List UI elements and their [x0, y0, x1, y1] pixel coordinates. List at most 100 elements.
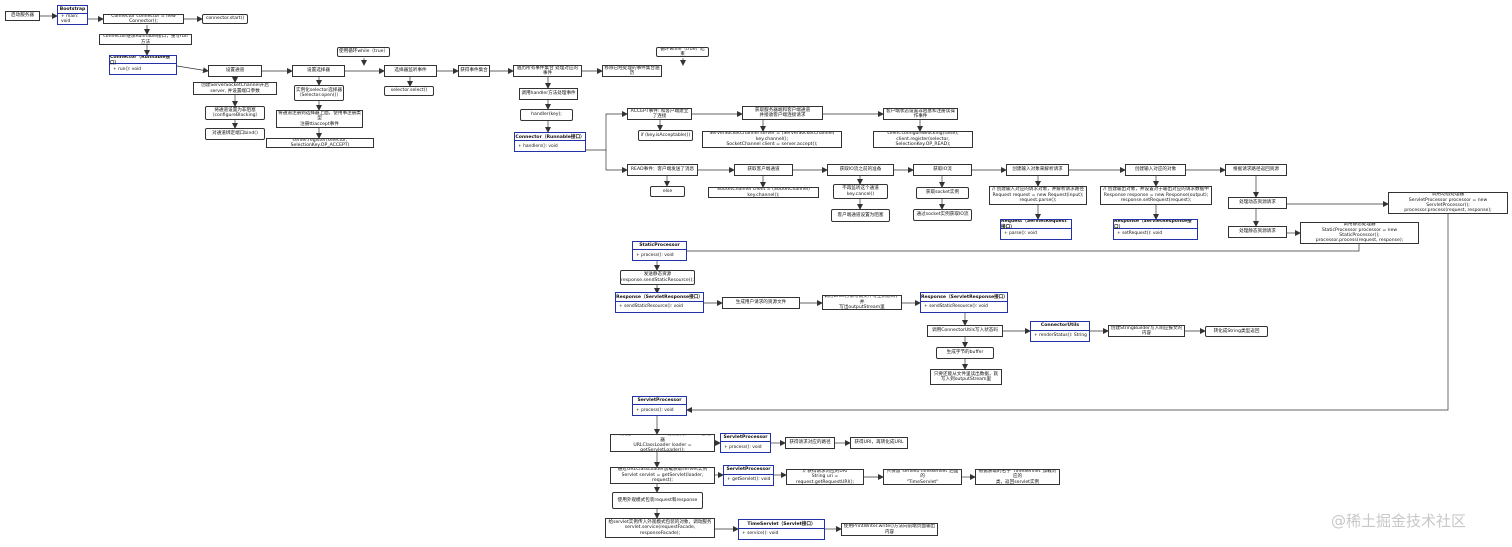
class-method: + service(): void: [742, 531, 779, 537]
dynamic-request-box: 处理动态资源请求: [1228, 197, 1287, 209]
class-title: Request（ServletRequest接口）: [1001, 220, 1071, 230]
uri-to-url-box: 获得URI，再转化成URL: [850, 437, 908, 449]
class-method: + sendStaticResource(): void: [619, 304, 683, 310]
watermark: @稀土掘金技术社区: [1331, 512, 1467, 530]
class-method: + run(): void: [113, 66, 142, 72]
get-socket-box: 获取socket实例: [916, 187, 969, 199]
get-loader-box: // 调用getServletLoader方法获取servlet加载器 URLC…: [610, 434, 715, 452]
class-request: Request（ServletRequest接口） + parse(): voi…: [1000, 219, 1072, 240]
connector-start-box: connector.start(): [202, 14, 248, 24]
class-title: Response（ServletResponse接口）: [1114, 220, 1197, 230]
class-title: Connector（Runnable接口）: [515, 134, 585, 142]
class-method: + process(): void: [636, 407, 674, 413]
get-uri-code-box: // 获得请求对应的URI String uri = request.getRe…: [786, 469, 864, 485]
call-utils-box: 调用ConnectorUtils写入状态码: [927, 325, 1003, 337]
class-title: ServletProcessor: [633, 397, 686, 406]
servlet-service-box: 给servlet实例传入外观模式包装的对象，调动服务 servlet.servi…: [605, 518, 715, 538]
class-connector-utils: ConnectorUtils + renderStatus(): String: [1030, 321, 1090, 342]
class-title: ServletProcessor: [721, 434, 770, 443]
accept-event-box: ACCEPT事件: 和客户端建立了连接: [627, 108, 692, 120]
load-servlet-box: 通过URLClassLoader加载获取servlet实例 Servlet se…: [610, 467, 715, 484]
send-static-box: 发送静态资源 response.sendStaticResource();: [620, 270, 695, 285]
class-static-processor: StaticProcessor + process(): void: [632, 241, 687, 261]
class-title: Connector（Runnable接口）: [110, 56, 176, 66]
class-method: + renderStatus(): String: [1034, 333, 1087, 339]
class-method: + handlers(): void: [518, 143, 558, 149]
remove-keys-box: 移除已经处理的事件集合遍历: [602, 65, 662, 77]
client-register-code-box: client.configureBlocking(false); client.…: [873, 131, 973, 148]
class-title: ServletProcessor: [724, 466, 773, 475]
key-cancel-box: 不再监听这个通道 key.cancel(): [833, 184, 888, 199]
servlet-processor-call-box: 调用动态处理器 ServletProcessor processor = new…: [1388, 192, 1508, 214]
class-servlet-processor-3: ServletProcessor + getServlet(): void: [723, 465, 774, 486]
server-accept-code-box: ServerSocketChannel server = (ServerSock…: [702, 131, 842, 148]
static-request-box: 处理静态资源请求: [1228, 226, 1287, 238]
class-title: Response（ServletResponse接口）: [921, 294, 1008, 302]
create-output-box: 创建输入对应的对象: [1125, 164, 1186, 176]
handler-key-box: handler(key);: [520, 109, 573, 121]
socket-io-box: 通过socket实例获取IO流: [913, 209, 972, 221]
class-method: + getServlet(): void: [727, 477, 771, 483]
class-connector-handlers: Connector（Runnable接口） + handlers(): void: [514, 132, 586, 152]
static-processor-call-box: 调用静态处理器 StaticProcessor processor = new …: [1300, 222, 1419, 244]
get-io-box: 获取IO流: [913, 164, 972, 176]
request-code-box: // 创建输入对应的请求对象，并解析请求路径 Request request =…: [989, 186, 1087, 205]
read-event-box: READ事件：客户端发送了消息: [627, 164, 698, 176]
runnable-run-box: connector继承Runnable接口，重写run方法: [99, 34, 192, 45]
server-register-box: server.register(selector, SelectionKey.O…: [266, 138, 374, 148]
print-writer-box: 使用PrintWriter.write()方法向前端页面输出内容: [841, 523, 938, 536]
response-code-box: // 创建输出对象，并设置对于输出对应的请求数据中 Response respo…: [1100, 186, 1212, 205]
selector-listen-box: 选择器监听事件: [384, 65, 437, 77]
class-servlet-processor: ServletProcessor + process(): void: [632, 396, 687, 416]
class-method: + setRequest(): void: [1117, 231, 1163, 237]
create-input-box: 创建输入对象来解析请求: [1006, 164, 1069, 176]
selector-open-box: 实例化selector选择器 （Selector.open()）: [294, 85, 344, 101]
gen-resource-file-box: 生成用户请求的资源文件: [722, 297, 800, 309]
class-response-setrequest: Response（ServletResponse接口） + setRequest…: [1113, 219, 1198, 240]
string-builder-box: 创建StringBuilder写入响应报文的内容: [1108, 325, 1185, 337]
call-handler-box: 调用handler方法处理事件: [519, 88, 578, 100]
class-bootstrap: Bootstrap + main: void: [57, 5, 88, 25]
client-channel-code-box: SocketChannel client = (SocketChannel) k…: [708, 187, 819, 198]
client-blocking-box: 客户端通道设置为阻塞: [831, 209, 890, 222]
class-title: StaticProcessor: [633, 242, 686, 251]
class-servlet-processor-2: ServletProcessor + process(): void: [720, 433, 771, 453]
class-method: + parse(): void: [1004, 231, 1037, 237]
get-channels-box: 获取服务器端和客户端通道 并接收客户端连接请求: [742, 106, 823, 120]
open-server-channel-box: 创建ServerSocketChannel开启server, 并设置端口参数: [193, 82, 277, 95]
iterate-keys-box: 遍历所有事件集合 处理对应的事件: [513, 65, 582, 77]
class-title: Response（ServletResponse接口）: [616, 294, 703, 302]
class-connector-run: Connector（Runnable接口） + run(): void: [109, 55, 177, 75]
class-method: + process(): void: [724, 444, 762, 450]
class-title: TimeServlet（Servlet接口）: [739, 520, 824, 529]
route-resource-box: 根据请求路径返回资源: [1225, 164, 1287, 176]
class-title: ConnectorUtils: [1031, 322, 1089, 331]
else-box: else: [650, 186, 685, 197]
start-server-box: 启动服务器: [5, 11, 40, 21]
prepare-io-box: 获取IO流之前的准备: [827, 164, 894, 176]
read-file-write-box: 只要还能从文件里读出数据，就 写入到outputStream里: [930, 369, 1002, 385]
connector-new-box: Connector connector = new Connector();: [103, 14, 184, 24]
write-status-box: 调用write方法写数文件写上状态码，并 写出outputStream里: [822, 295, 902, 310]
byte-buffer-box: 生成字节的buffer: [936, 347, 994, 359]
class-title: Bootstrap: [58, 6, 87, 15]
facade-wrap-box: 使用外观模式包装request和response: [612, 492, 703, 509]
class-time-servlet: TimeServlet（Servlet接口） + service(): void: [738, 519, 825, 540]
set-selector-box: 设置选择器: [292, 65, 345, 77]
keep-name-box: 只保留"servlet/TimeServlet"后面的 "TimeServlet…: [883, 469, 962, 485]
class-response-sendstatic: Response（ServletResponse接口） + sendStatic…: [615, 292, 704, 313]
is-acceptable-box: if (key.isAcceptable()): [638, 130, 693, 141]
load-class-box: 根据获取的名字"TimeServlet"加载对应的 类，返回servlet实例: [975, 469, 1060, 485]
client-nonblock-box: 客户端状态设置非阻塞和注册读操作事件: [883, 108, 958, 120]
get-path-box: 获得请求对应的路径: [785, 437, 835, 449]
while-true-end-box: 循环while（true）结束: [656, 47, 709, 57]
class-method: + sendStaticResource(): void: [924, 304, 988, 310]
register-accept-box: 将通道注册到选择器上面，使用事注册类型 注册ttiaccept事件: [276, 110, 363, 128]
get-keys-box: 获得事件集合: [458, 65, 490, 77]
class-response-sendstatic-2: Response（ServletResponse接口） + sendStatic…: [920, 292, 1008, 313]
while-true-start-box: 使用循环while（true）: [337, 47, 390, 57]
get-client-channel-box: 获取客户端通道: [734, 164, 793, 176]
class-method: + main: void: [61, 14, 79, 25]
